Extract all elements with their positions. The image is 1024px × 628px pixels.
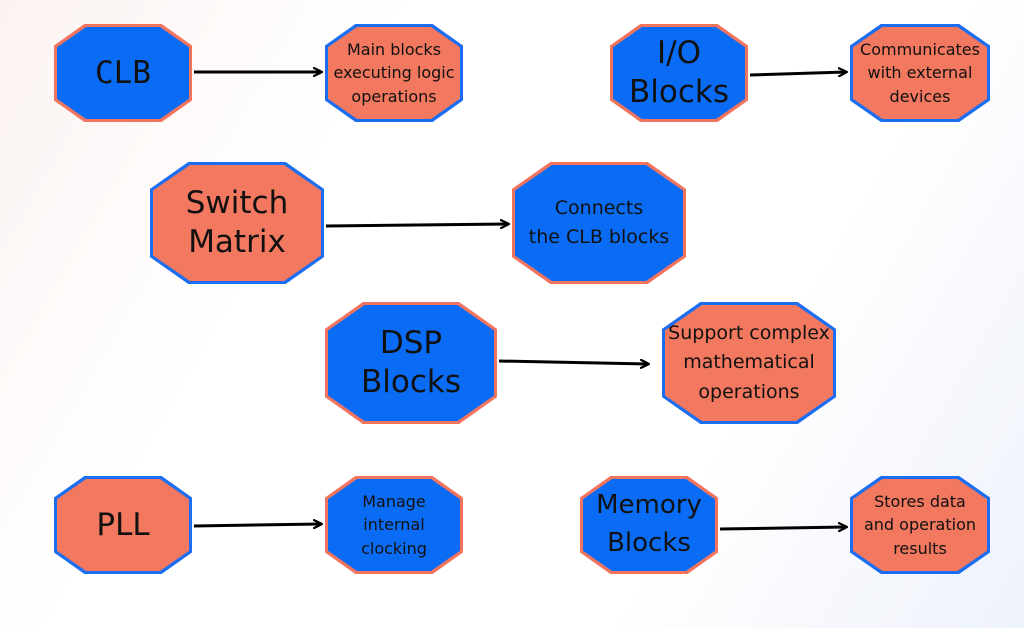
pll-block: PLL (54, 476, 192, 574)
io-label: I/O Blocks (629, 35, 729, 110)
arrow-dsp (498, 361, 648, 364)
clb-block: CLB (54, 24, 192, 122)
dsp-block: DSP Blocks (325, 302, 497, 424)
clb-label: CLB (95, 54, 151, 91)
arrow-io (749, 72, 846, 75)
pll-description: Manage internal clocking (325, 476, 463, 574)
arrow-pll (193, 524, 321, 526)
io-block: I/O Blocks (610, 24, 748, 122)
memory-label: Memory Blocks (596, 490, 702, 558)
dsp-description: Support complex mathematical operations (662, 302, 836, 424)
io-description: Communicates with external devices (850, 24, 990, 122)
memory-description: Stores data and operation results (850, 476, 990, 574)
memory-description-text: Stores data and operation results (863, 492, 976, 558)
memory-block: Memory Blocks (580, 476, 718, 574)
switch-matrix-label: Switch Matrix (185, 185, 289, 260)
dsp-description-text: Support complex mathematical operations (668, 321, 830, 403)
clb-description: Main blocks executing logic operations (325, 24, 463, 122)
switch-matrix-description: Connects the CLB blocks (512, 162, 686, 284)
pll-label: PLL (96, 506, 150, 543)
switch-matrix-description-text: Connects the CLB blocks (528, 196, 670, 248)
dsp-label: DSP Blocks (361, 325, 461, 400)
io-description-text: Communicates with external devices (860, 40, 980, 106)
pll-description-text: Manage internal clocking (361, 492, 427, 558)
arrow-memory (719, 527, 846, 529)
switch-matrix-block: Switch Matrix (150, 162, 324, 284)
clb-description-text: Main blocks executing logic operations (333, 40, 455, 106)
arrow-switch-matrix (325, 224, 508, 226)
